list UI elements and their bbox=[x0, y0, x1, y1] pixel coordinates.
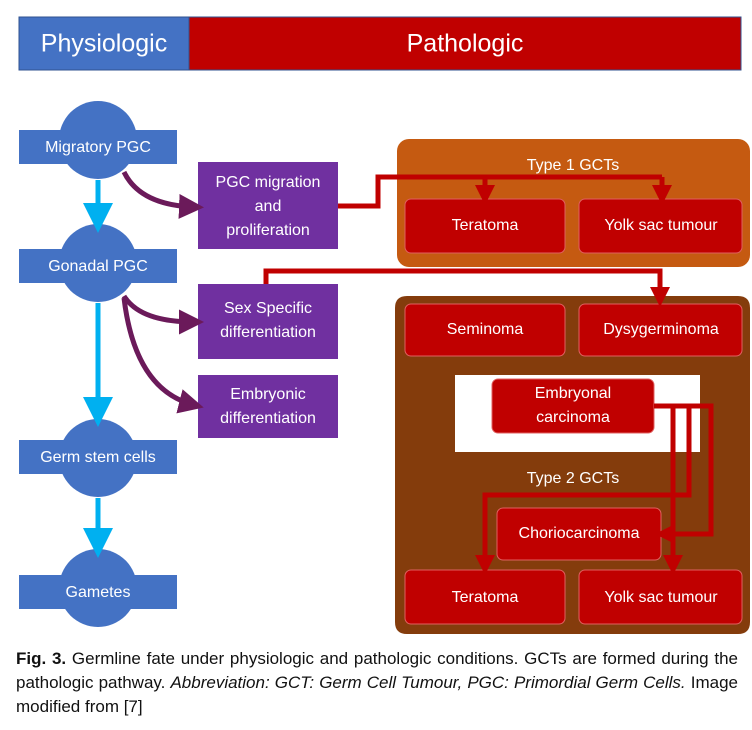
type2-yolk-sac-box bbox=[578, 569, 743, 625]
pgc-migration-label-1: PGC migration bbox=[216, 174, 321, 191]
process-boxes: PGC migration and proliferation Sex Spec… bbox=[198, 162, 338, 438]
type1-yolk-sac-label: Yolk sac tumour bbox=[604, 217, 718, 234]
sex-specific-label-2: differentiation bbox=[220, 324, 316, 341]
caption-text: Germline fate under physiologic and path… bbox=[16, 649, 738, 692]
physiologic-header bbox=[18, 16, 190, 71]
caption-abbreviation: Abbreviation: GCT: Germ Cell Tumour, PGC… bbox=[170, 673, 686, 692]
germline-fate-diagram: Physiologic Pathologic Migratory PGC Gon… bbox=[18, 16, 750, 634]
type2-title: Type 2 GCTs bbox=[527, 470, 619, 487]
figure-caption: Fig. 3. Germline fate under physiologic … bbox=[16, 647, 738, 719]
purple-arrows bbox=[121, 170, 204, 414]
arrow-gonadal-to-embryonic bbox=[121, 297, 204, 414]
arrow-gonadal-to-sex-specific bbox=[121, 294, 204, 335]
pgc-migration-label-3: proliferation bbox=[226, 222, 310, 239]
sex-specific-label-1: Sex Specific bbox=[224, 300, 312, 317]
gametes-node: Gametes bbox=[19, 549, 177, 627]
type1-teratoma-label: Teratoma bbox=[452, 217, 519, 234]
germ-stem-cells-label: Germ stem cells bbox=[40, 449, 156, 466]
choriocarcinoma-label: Choriocarcinoma bbox=[519, 525, 640, 542]
arrow-migration-to-type1 bbox=[338, 174, 662, 209]
germ-stem-cells-node: Germ stem cells bbox=[19, 419, 177, 497]
type1-gct-panel: Type 1 GCTs Teratoma Yolk sac tumour bbox=[397, 139, 750, 267]
type1-title: Type 1 GCTs bbox=[527, 157, 619, 174]
gametes-label: Gametes bbox=[66, 584, 131, 601]
physiologic-pathway: Migratory PGC Gonadal PGC Germ stem cell… bbox=[19, 101, 177, 627]
red-connectors bbox=[263, 174, 714, 575]
header-bar: Physiologic Pathologic bbox=[18, 16, 742, 71]
embryonal-carcinoma-label-1: Embryonal bbox=[535, 385, 611, 402]
gonadal-pgc-node: Gonadal PGC bbox=[19, 224, 177, 302]
gonadal-pgc-label: Gonadal PGC bbox=[48, 258, 148, 275]
type2-teratoma-label: Teratoma bbox=[452, 589, 519, 606]
migratory-pgc-label: Migratory PGC bbox=[45, 139, 151, 156]
type2-yolk-sac-label: Yolk sac tumour bbox=[604, 589, 718, 606]
type2-gct-panel: Seminoma Dysygerminoma Embryonal carcino… bbox=[395, 296, 750, 634]
embryonic-box bbox=[198, 375, 338, 438]
embryonic-label-1: Embryonic bbox=[230, 386, 306, 403]
pathologic-header-label: Pathologic bbox=[407, 30, 524, 58]
pgc-migration-box bbox=[198, 162, 338, 249]
embryonic-label-2: differentiation bbox=[220, 410, 316, 427]
caption-source: Image modified from [7] bbox=[16, 673, 738, 716]
arrow-embryonal-to-teratoma bbox=[475, 403, 692, 575]
caption-label: Fig. 3. bbox=[16, 649, 67, 668]
physiologic-header-label: Physiologic bbox=[41, 30, 167, 58]
seminoma-box bbox=[404, 303, 566, 357]
pathologic-header bbox=[188, 16, 742, 71]
arrow-sex-specific-to-type2 bbox=[263, 268, 670, 307]
embryonal-carcinoma-label-2: carcinoma bbox=[536, 409, 610, 426]
migratory-pgc-node: Migratory PGC bbox=[19, 101, 177, 179]
seminoma-label: Seminoma bbox=[447, 321, 524, 338]
sex-specific-box bbox=[198, 284, 338, 359]
arrow-migratory-to-migration bbox=[121, 170, 204, 219]
dysgerminoma-label: Dysygerminoma bbox=[603, 321, 719, 338]
pgc-migration-label-2: and bbox=[255, 198, 282, 215]
